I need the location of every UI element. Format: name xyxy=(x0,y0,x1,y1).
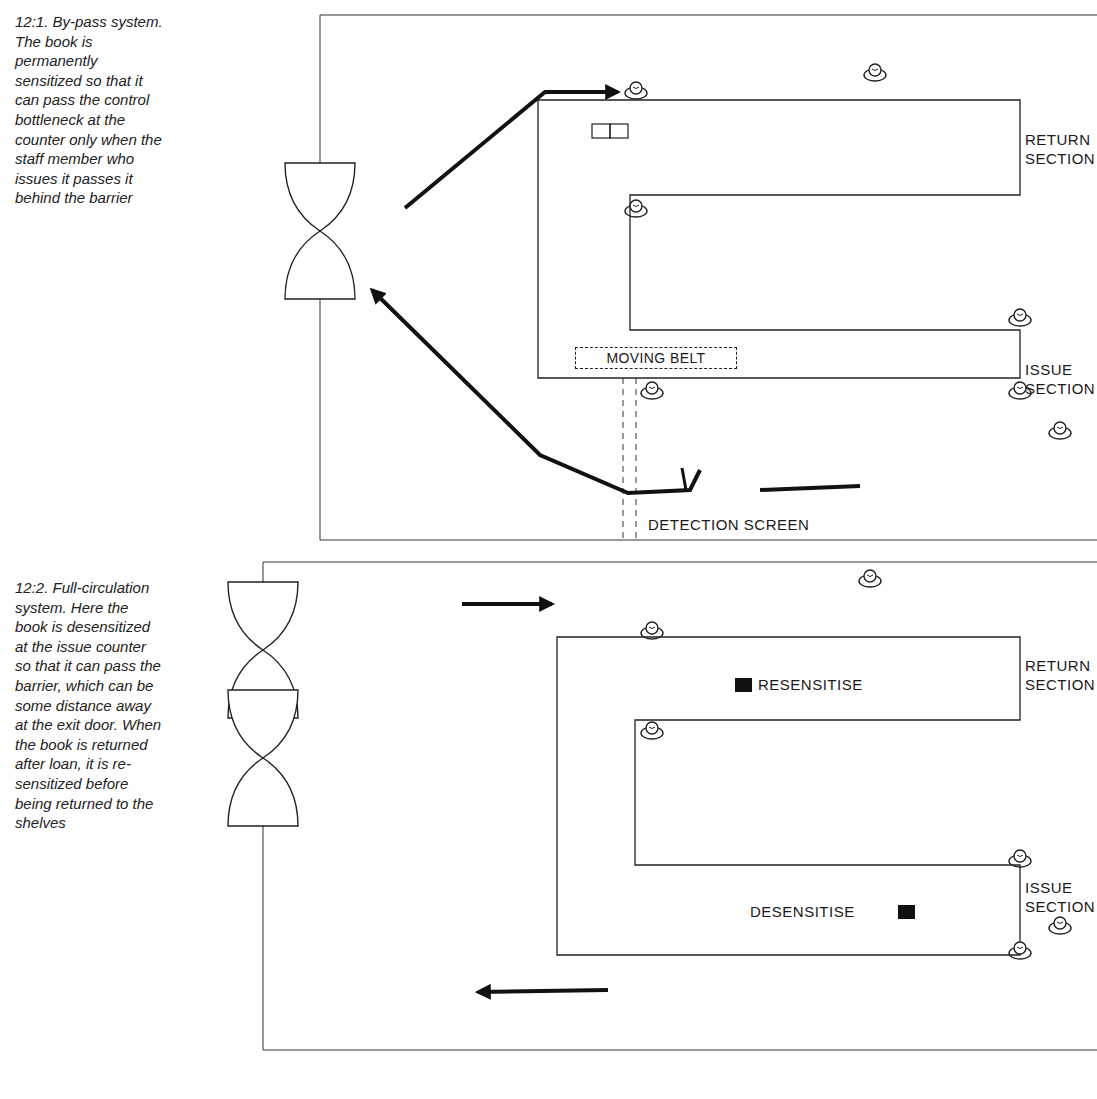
figure-caption: 12:1. By-pass system. The book is perman… xyxy=(15,12,165,208)
action-label: RESENSITISE xyxy=(758,676,863,694)
moving-belt: MOVING BELT xyxy=(575,347,737,369)
screen-label: DETECTION SCREEN xyxy=(648,516,809,534)
section-label: RETURN SECTION xyxy=(1025,656,1097,694)
section-label: RETURN SECTION xyxy=(1025,130,1097,168)
section-label: ISSUE SECTION xyxy=(1025,878,1097,916)
plan-one xyxy=(285,15,1097,540)
section-label: ISSUE SECTION xyxy=(1025,360,1097,398)
action-label: DESENSITISE xyxy=(750,903,855,921)
figure-caption: 12:2. Full-circulation system. Here the … xyxy=(15,578,165,833)
node-text: MOVING BELT xyxy=(606,350,705,366)
plan-two xyxy=(228,562,1097,1050)
